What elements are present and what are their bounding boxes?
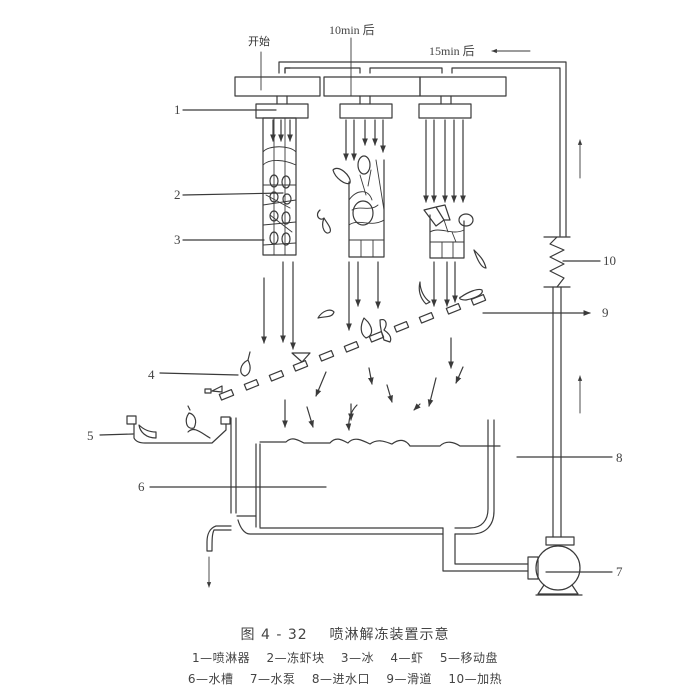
water-tank — [206, 417, 501, 552]
figure-title: 喷淋解冻装置示意 — [329, 627, 450, 643]
legend-item: 5—移动盘 — [439, 651, 499, 665]
heater-coil — [549, 236, 565, 288]
stage-label-15min: 15min 后 — [429, 44, 475, 58]
frozen-shrimp-block-15min — [423, 204, 474, 259]
sprayer-head-1 — [255, 103, 309, 119]
chute-slats — [204, 293, 487, 401]
figure-number: 图 4 - 32 — [240, 627, 308, 643]
stage-label-start: 开始 — [248, 34, 270, 48]
legend-line-1: 1—喷淋器 2—冻虾块 3—冰 4—虾 5—移动盘 — [0, 649, 690, 666]
frozen-shrimp-block-start — [262, 117, 297, 256]
supply-manifold — [278, 61, 567, 237]
legend-item: 8—进水口 — [311, 672, 370, 686]
figure-caption: 图 4 - 32 喷淋解冻装置示意 — [0, 624, 690, 644]
callout-7: 7 — [616, 564, 623, 579]
spray-arrows — [270, 119, 466, 203]
callout-9: 9 — [602, 305, 609, 320]
header-box-start — [234, 76, 321, 97]
callout-10: 10 — [603, 253, 616, 268]
callout-1: 1 — [174, 102, 181, 117]
callout-4: 4 — [148, 367, 155, 382]
water-flow-arrows — [261, 261, 464, 431]
pump-inlet-pipe — [442, 527, 529, 572]
legend-item: 2—冻虾块 — [266, 651, 325, 665]
sprayer-head-3 — [418, 103, 472, 119]
legend-item: 9—滑道 — [386, 672, 432, 686]
stage-label-10min: 10min 后 — [329, 23, 375, 37]
legend-item: 4—虾 — [390, 651, 424, 665]
legend-item: 10—加热 — [448, 672, 503, 686]
return-pipe — [543, 236, 571, 538]
header-box-15min — [419, 76, 507, 97]
callout-3: 3 — [174, 232, 181, 247]
legend-line-2: 6—水槽 7—水泵 8—进水口 9—滑道 10—加热 — [0, 670, 690, 687]
falling-shrimp — [138, 209, 487, 439]
legend-item: 3—冰 — [340, 651, 375, 665]
water-pump — [527, 536, 583, 596]
sprayer-head-2 — [339, 103, 393, 119]
legend-item: 1—喷淋器 — [191, 651, 251, 665]
callout-lines — [99, 109, 613, 573]
moving-tray — [126, 415, 231, 444]
legend-item: 7—水泵 — [249, 672, 296, 686]
callout-2: 2 — [174, 187, 181, 202]
header-box-10min — [323, 76, 421, 97]
callout-6: 6 — [138, 479, 145, 494]
callout-8: 8 — [616, 450, 623, 465]
sprayer-necks — [276, 95, 452, 105]
frozen-shrimp-block-10min — [332, 155, 385, 258]
callout-5: 5 — [87, 428, 94, 443]
legend-item: 6—水槽 — [187, 672, 234, 686]
